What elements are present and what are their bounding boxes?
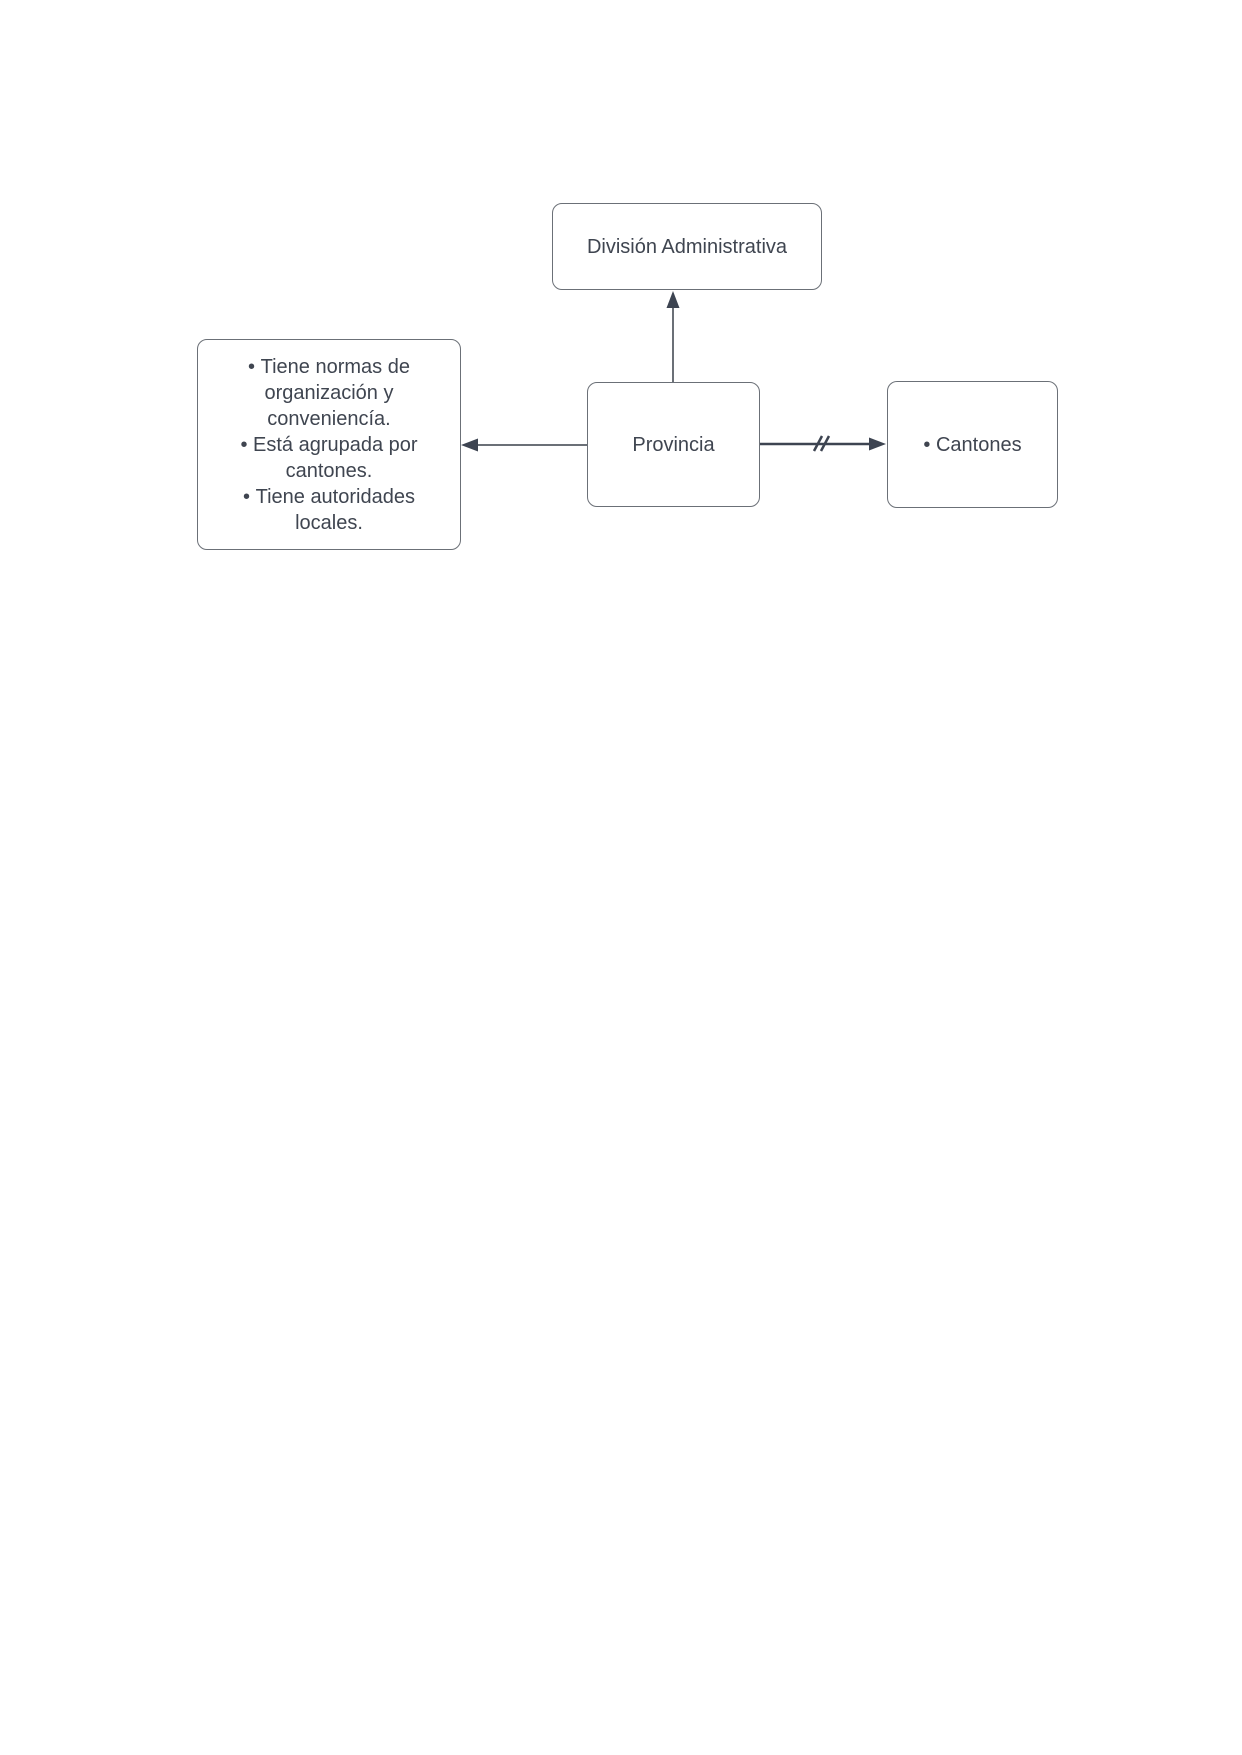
notes-item: Está agrupada por cantones.	[212, 432, 446, 484]
cantones-item: Cantones	[923, 432, 1022, 458]
cantones-bullet-list: Cantones	[909, 432, 1035, 458]
notes-item: Tiene normas de organización y convenien…	[212, 354, 446, 432]
arrow-provincia-to-notes	[461, 438, 587, 452]
notes-bullet-list: Tiene normas de organización y convenien…	[198, 354, 460, 536]
node-provincia-notes[interactable]: Tiene normas de organización y convenien…	[197, 339, 461, 550]
node-provincia-label: Provincia	[632, 433, 715, 456]
node-cantones[interactable]: Cantones	[887, 381, 1058, 508]
arrow-provincia-to-division	[666, 291, 680, 382]
node-division-label: División Administrativa	[586, 235, 788, 258]
arrow-provincia-to-cantones	[760, 435, 886, 452]
node-division-administrativa[interactable]: División Administrativa	[552, 203, 822, 290]
connector-break-mark	[812, 435, 831, 452]
node-provincia[interactable]: Provincia	[587, 382, 760, 507]
notes-item: Tiene autoridades locales.	[212, 484, 446, 536]
